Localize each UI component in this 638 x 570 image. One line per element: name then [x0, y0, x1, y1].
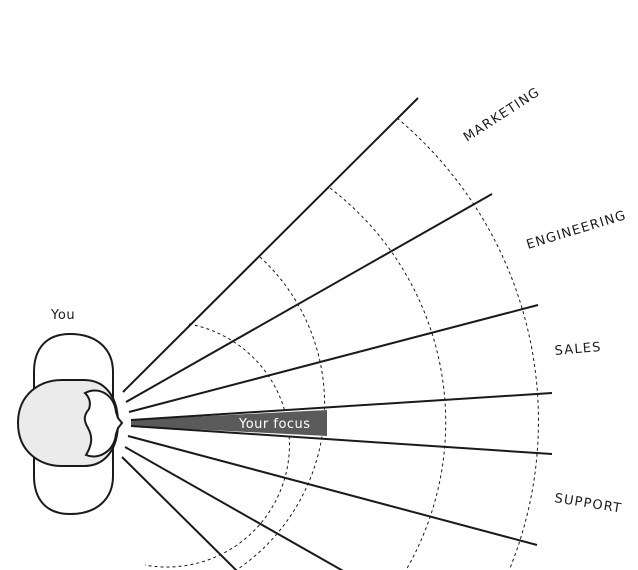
person-label: You: [50, 308, 75, 323]
department-label-engineering: ENGINEERING: [525, 208, 629, 253]
sight-line: [121, 456, 238, 570]
sight-line: [124, 446, 344, 570]
sight-line: [122, 97, 419, 393]
sight-line: [125, 193, 493, 403]
department-label-support: SUPPORT: [553, 491, 623, 516]
focus-wedge: [131, 410, 327, 436]
focus-label: Your focus: [238, 417, 311, 432]
sight-line: [130, 392, 553, 421]
sight-line: [127, 435, 538, 546]
person-figure: You: [16, 308, 124, 516]
sight-line: [128, 304, 539, 413]
sight-line: [130, 425, 553, 455]
distance-ring-3: [329, 187, 447, 570]
distance-rings: [144, 117, 539, 570]
distance-ring-2: [235, 256, 326, 570]
sight-lines: [121, 97, 553, 570]
department-label-sales: SALES: [554, 340, 602, 359]
face: [83, 389, 124, 458]
department-label-marketing: MARKETING: [461, 85, 543, 146]
distance-ring-4: [396, 117, 539, 570]
distance-ring-1: [144, 323, 290, 568]
